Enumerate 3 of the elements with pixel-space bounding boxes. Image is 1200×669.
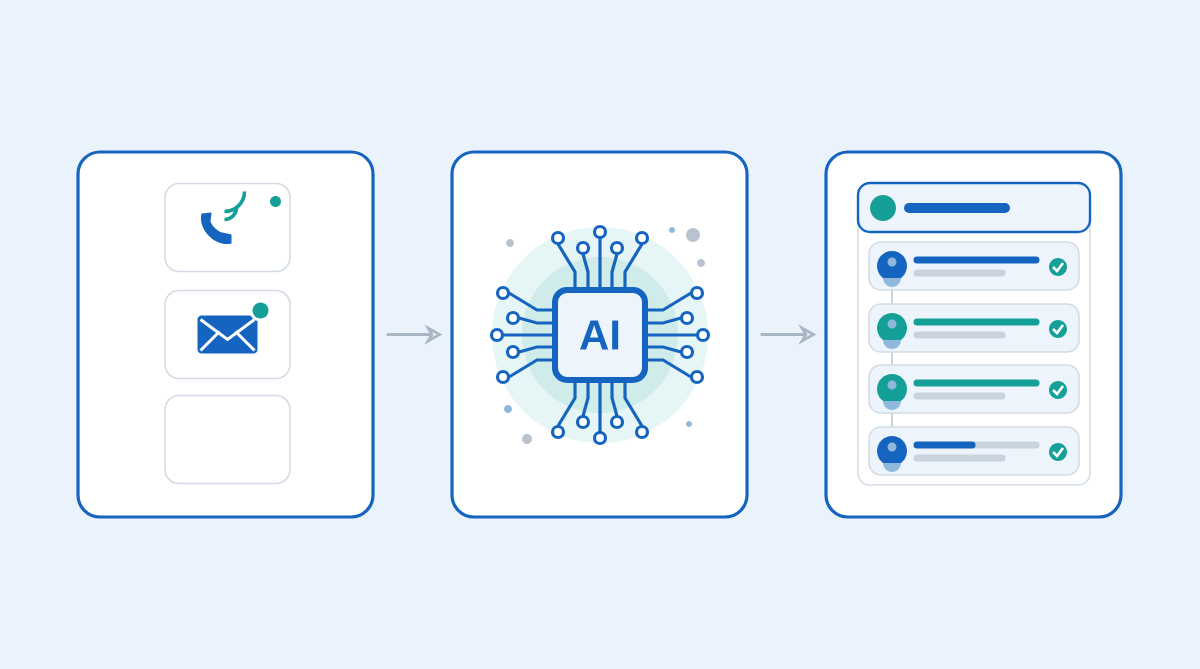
channel-tile bbox=[164, 182, 291, 273]
chip-box: AI bbox=[552, 287, 648, 383]
channel-tile bbox=[164, 394, 291, 485]
